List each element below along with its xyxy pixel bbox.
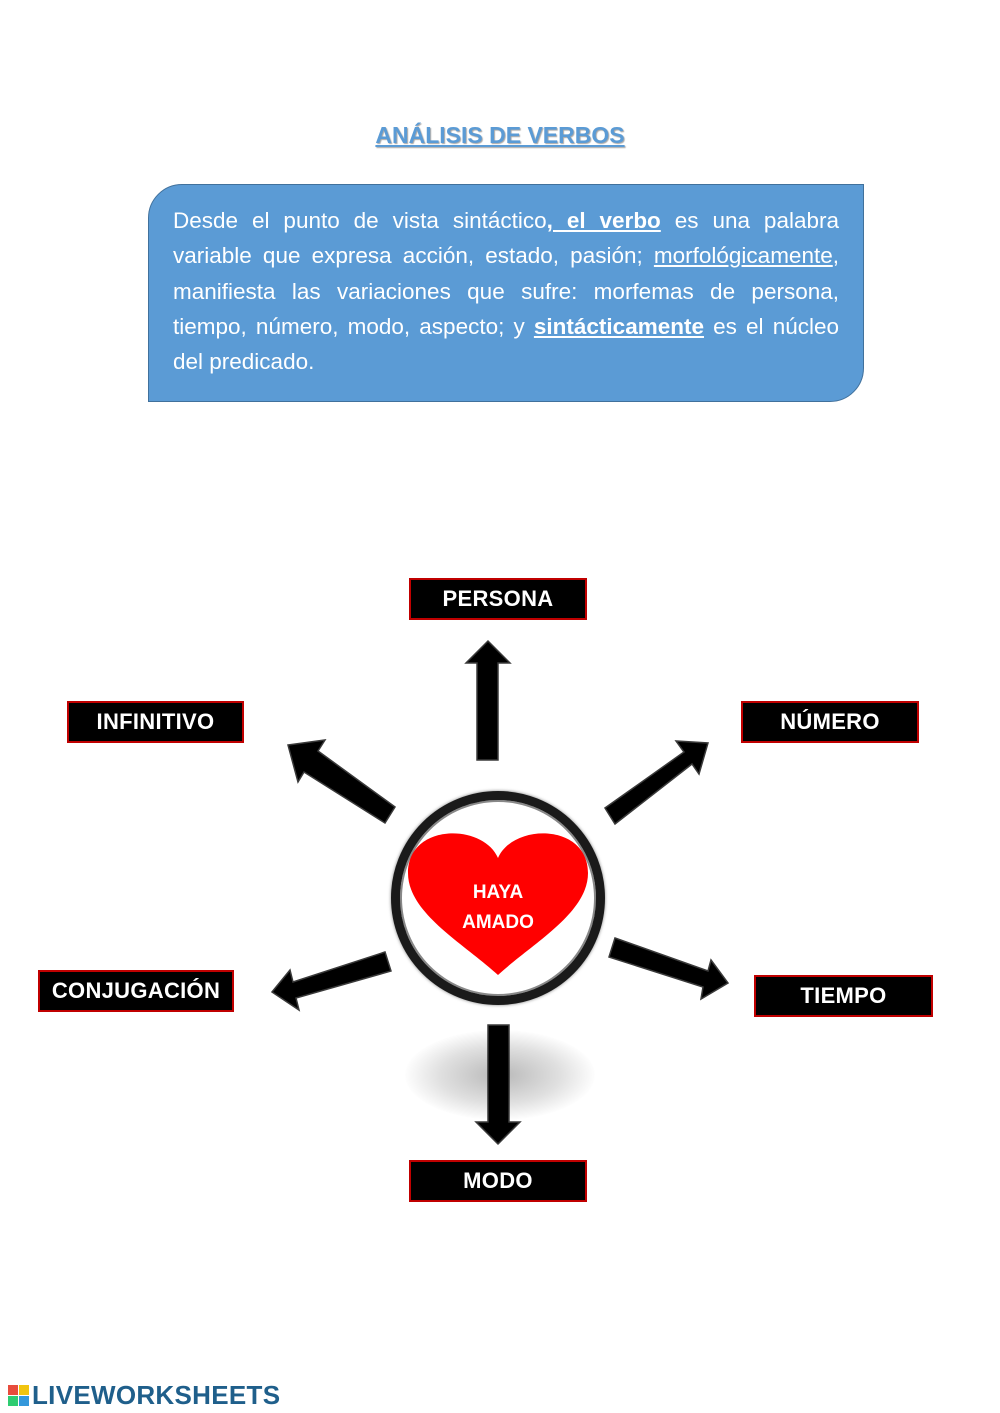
- definition-key-term: morfológicamente: [653, 243, 833, 269]
- label-conjugacion: CONJUGACIÓN: [38, 970, 234, 1012]
- definition-text: , manifiesta las variaciones que sufre: …: [173, 243, 839, 339]
- label-persona: PERSONA: [409, 578, 587, 620]
- shadow: [405, 1030, 595, 1120]
- arrow-up-icon: [464, 639, 512, 761]
- arrow-up-left-icon: [287, 739, 397, 825]
- definition-text: es el núcleo del predicado.: [173, 313, 839, 375]
- definition-text: Desde el punto de vista sintáctico: [173, 208, 547, 233]
- footer-brand: LIVEWORKSHEETS: [32, 1379, 281, 1410]
- center-verb-line-2: AMADO: [462, 912, 534, 933]
- arrow-up-right-icon: [603, 740, 709, 826]
- arrow-down-left-icon: [270, 951, 392, 1012]
- arrow-down-right-icon: [608, 937, 730, 1001]
- definition-key-term: , el verbo: [546, 208, 661, 233]
- definition-box: Desde el punto de vista sintáctico, el v…: [148, 184, 864, 402]
- arrow-down-icon: [474, 1024, 522, 1146]
- center-verb-line-1: HAYA: [472, 882, 524, 903]
- liveworksheets-logo-icon: [8, 1384, 29, 1406]
- definition-key-term: sintácticamente: [533, 313, 704, 339]
- heart-icon: [408, 833, 588, 975]
- definition-text: es una palabra variable que expresa acci…: [173, 208, 839, 269]
- label-numero: NÚMERO: [741, 701, 919, 743]
- label-infinitivo: INFINITIVO: [67, 701, 244, 743]
- page-title: ANÁLISIS DE VERBOS: [375, 122, 625, 148]
- label-tiempo: TIEMPO: [754, 975, 933, 1017]
- label-modo: MODO: [409, 1160, 587, 1202]
- footer: LIVEWORKSHEETS: [8, 1380, 280, 1410]
